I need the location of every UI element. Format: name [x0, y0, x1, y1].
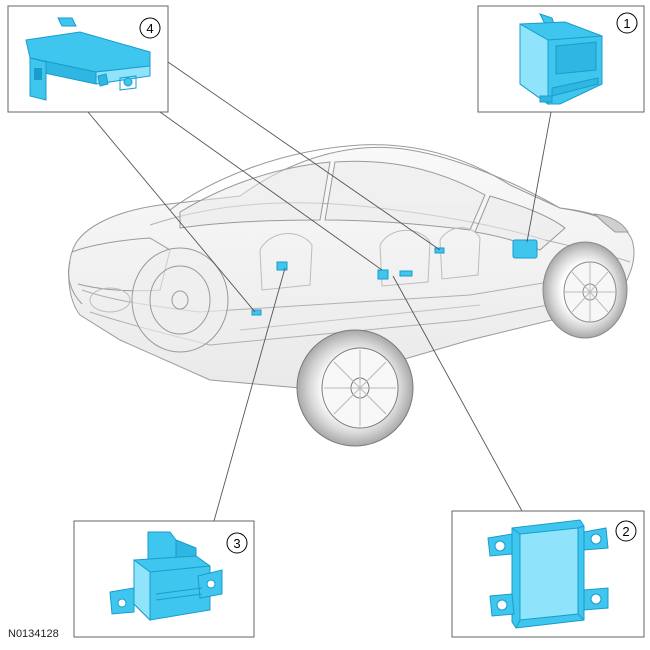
leader-line-4a	[87, 111, 256, 313]
callout-number-1: 1	[623, 16, 630, 31]
side-window	[324, 160, 486, 231]
rear-wheel-near	[296, 329, 414, 447]
antenna-bracket-icon	[25, 17, 151, 101]
callout-number-circle-4	[139, 17, 161, 39]
callout-number-circle-1	[616, 12, 638, 34]
callout-number-4: 4	[146, 21, 153, 36]
component-markers-on-vehicle	[251, 239, 538, 316]
leader-line-4c	[167, 61, 441, 251]
leader-line-1	[526, 111, 552, 243]
leader-lines	[87, 61, 552, 522]
car-roof-outline	[169, 144, 561, 211]
callout-number-3: 3	[233, 536, 240, 551]
front-wheel-far	[542, 241, 628, 339]
figure-id-label: N0134128	[8, 628, 59, 640]
module-2-on-vehicle	[377, 269, 389, 280]
module-3-on-vehicle	[276, 261, 288, 271]
rear-window	[179, 161, 331, 229]
callout-box-2: 2	[451, 510, 645, 638]
callout-number-circle-2	[615, 520, 637, 542]
flanged-module-icon	[487, 519, 609, 629]
headlamp	[593, 213, 629, 233]
rear-wheel	[131, 247, 229, 353]
leader-line-4b	[159, 111, 383, 271]
connector-module-icon	[109, 531, 223, 622]
callout-box-3: 3	[73, 520, 255, 638]
callout-number-2: 2	[622, 524, 629, 539]
module-4-on-vehicle	[251, 309, 262, 316]
callout-box-4: 4	[7, 5, 169, 113]
module-bracket-icon	[519, 13, 603, 105]
module-1-on-vehicle	[512, 239, 538, 259]
callout-number-circle-3	[226, 532, 248, 554]
leader-line-3	[213, 267, 286, 522]
windshield	[474, 195, 566, 251]
leader-line-2	[392, 275, 523, 512]
callout-box-1: 1	[477, 5, 645, 113]
